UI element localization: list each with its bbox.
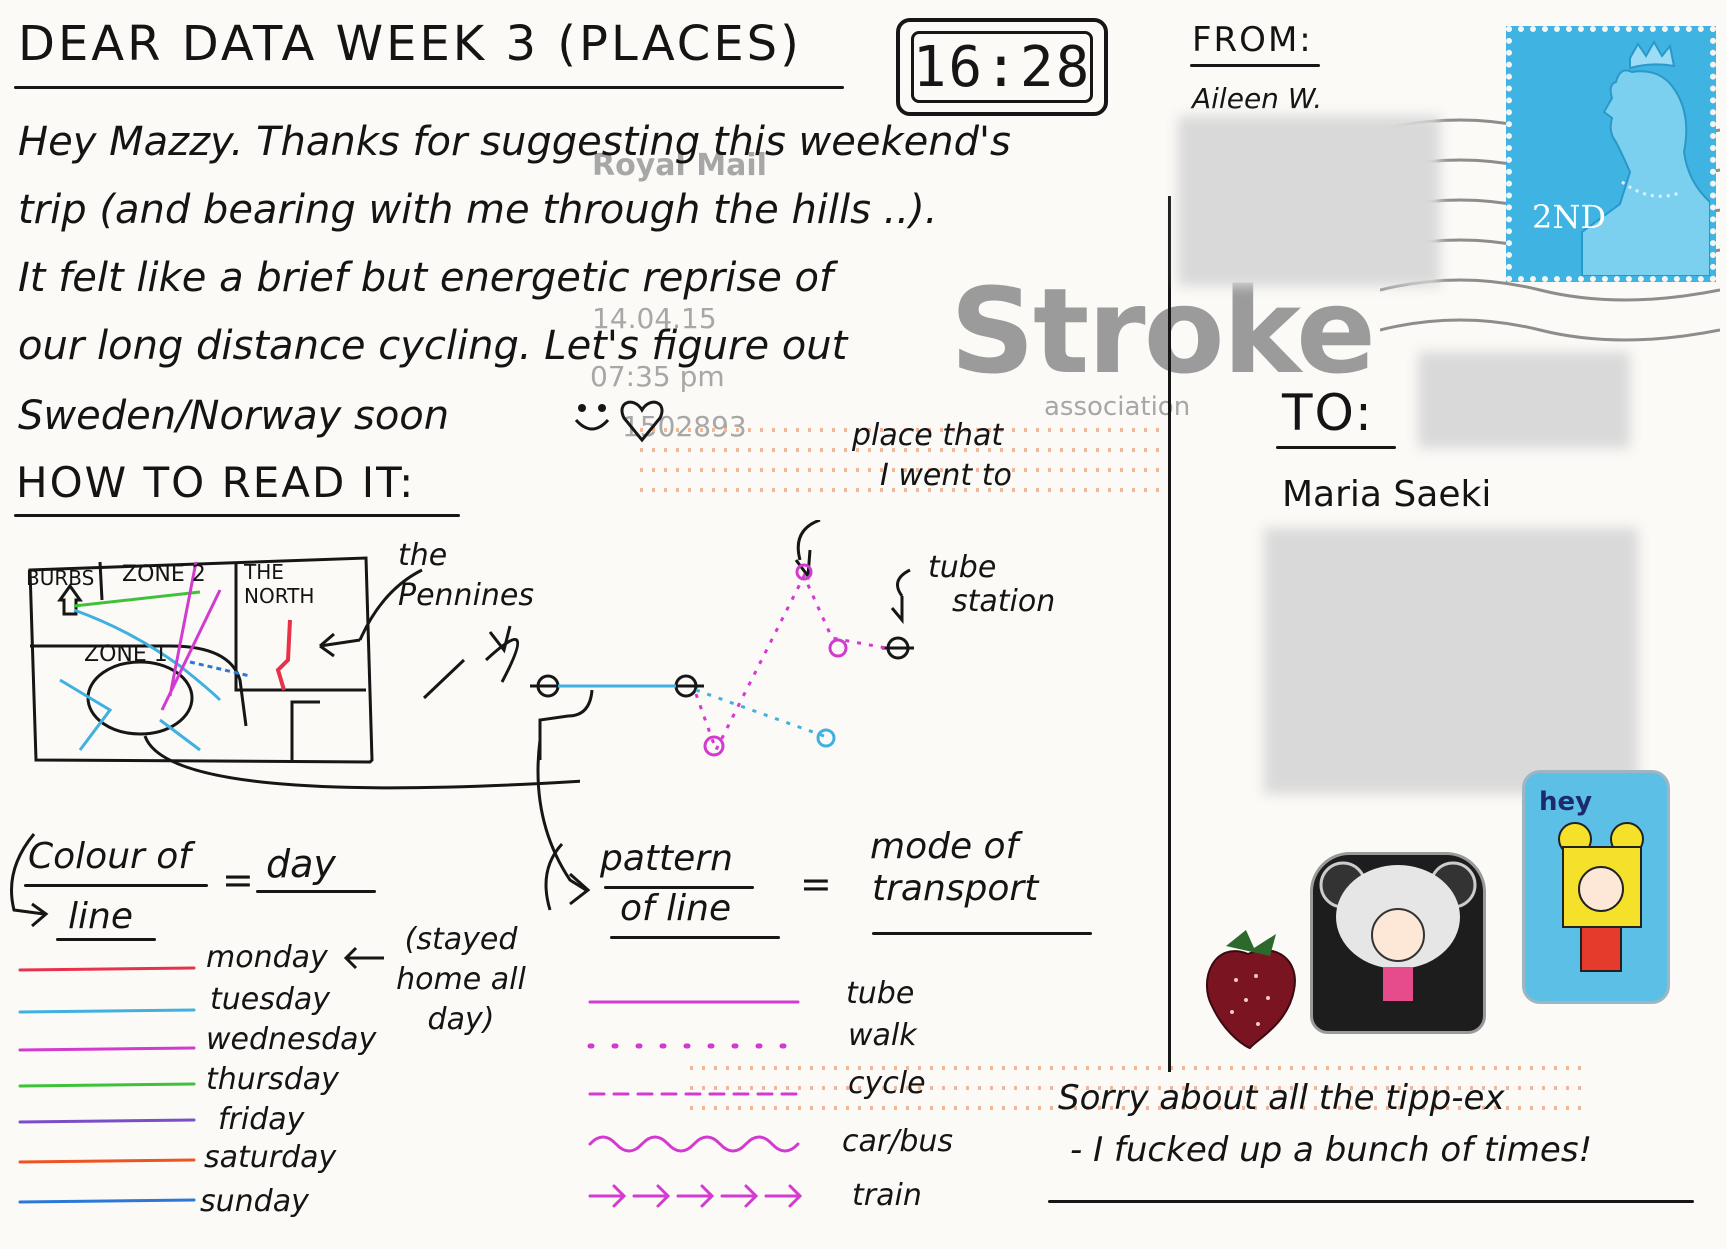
colour-underline-2 [56, 938, 156, 941]
from-label: FROM: [1192, 20, 1313, 60]
title-underline [14, 86, 844, 89]
hey-sticker: hey [1522, 770, 1670, 1004]
postmark-date: 14.04.15 [592, 302, 717, 335]
day-label-saturday: saturday [204, 1140, 337, 1175]
message-line-1: Hey Mazzy. Thanks for suggesting this we… [18, 119, 1011, 165]
smiley-heart-icon [574, 400, 664, 443]
pattern-key-heading-a: pattern [600, 838, 733, 879]
pattern-key-heading-c: mode of [870, 826, 1019, 867]
pattern-key-arrow [544, 842, 564, 911]
footer-underline [1048, 1200, 1694, 1203]
page-title: DEAR DATA WEEK 3 (PLACES) [18, 16, 802, 72]
mode-label-train: train [852, 1178, 922, 1213]
pattern-key-equals: = [800, 862, 834, 906]
place-label-1: place that [852, 418, 1004, 453]
card-divider [1168, 196, 1171, 1072]
hey-sticker-text: hey [1539, 787, 1593, 817]
pattern-key-heading-d: transport [872, 868, 1039, 909]
postage-stamp: 2ND [1506, 26, 1716, 282]
colour-key-heading-a: Colour of [28, 836, 191, 877]
colour-key-heading-c: day [266, 842, 336, 886]
stamp-class: 2ND [1532, 198, 1607, 236]
strawberry-icon [1205, 930, 1296, 1050]
place-label-2: I went to [880, 458, 1012, 493]
colour-key-heading-b: line [68, 896, 133, 937]
line-friday [18, 1118, 196, 1124]
mode-label-tube: tube [846, 976, 915, 1011]
message-line-4: our long distance cycling. Let's figure … [18, 323, 848, 369]
panda-sticker [1310, 852, 1486, 1034]
map-label-zone2: ZONE 2 [122, 562, 206, 587]
tube-station-label-1: tube [928, 550, 997, 585]
day-label-sunday: sunday [200, 1184, 309, 1219]
to-label: TO: [1282, 384, 1374, 442]
day-colour-lines [18, 966, 196, 1204]
postmark-sub: association [1044, 392, 1191, 422]
line-wednesday [18, 1046, 196, 1052]
panda-character-icon [1319, 861, 1477, 1001]
pattern-train [588, 1184, 803, 1208]
queen-profile-icon [1581, 39, 1710, 276]
line-sunday [18, 1198, 196, 1204]
clock-time: 16:28 [911, 31, 1093, 103]
mode-label-walk: walk [848, 1018, 917, 1053]
day-label-tuesday: tuesday [210, 982, 331, 1017]
colour-underline-3 [256, 890, 376, 893]
line-monday [18, 966, 196, 972]
map-label-zone1: ZONE 1 [84, 642, 168, 667]
map-label-burbs: BURBS [26, 566, 95, 590]
day-label-monday: monday [206, 940, 328, 975]
from-underline [1190, 64, 1320, 67]
footer-line-1: Sorry about all the tipp-ex [1058, 1078, 1505, 1118]
to-underline [1276, 446, 1396, 449]
day-label-wednesday: wednesday [206, 1022, 377, 1057]
pattern-key-heading-b: of line [620, 888, 732, 929]
pattern-underline-2 [610, 936, 780, 939]
pattern-underline-1 [604, 886, 754, 889]
message-line-2: trip (and bearing with me through the hi… [18, 187, 938, 233]
redacted-sender-address [1178, 116, 1440, 286]
pattern-underline-3 [872, 932, 1092, 935]
footer-line-2: - I fucked up a bunch of times! [1070, 1130, 1593, 1170]
pattern-car-bus [588, 1135, 800, 1153]
mode-pattern-lines [587, 1000, 803, 1208]
map-diagram [28, 556, 580, 790]
stayed-home-note: (stayed home all day) [396, 922, 526, 1037]
message-line-5: Sweden/Norway soon [18, 393, 450, 439]
redacted-recipient-address [1264, 528, 1638, 794]
colour-key-arrow [10, 833, 49, 928]
message-line-3: It felt like a brief but energetic repri… [18, 255, 834, 301]
line-thursday [18, 1082, 196, 1088]
mode-label-car-bus: car/bus [842, 1124, 954, 1159]
from-name: Aileen W. [1192, 82, 1323, 115]
tube-station-label-2: station [952, 584, 1056, 619]
line-saturday [18, 1158, 196, 1164]
line-tuesday [18, 1008, 196, 1014]
hey-character-icon [1558, 822, 1644, 972]
clock-box: 16:28 [896, 18, 1108, 116]
postmark-time: 07:35 pm [590, 360, 725, 393]
pennines-label: the Pennines [398, 538, 535, 613]
map-label-north: THE NORTH [244, 560, 315, 608]
colour-underline-1 [24, 884, 208, 887]
redacted-to-line [1418, 352, 1630, 448]
how-to-heading: HOW TO READ IT: [16, 458, 416, 507]
strawberry-sticker [1196, 920, 1300, 1050]
colour-key-equals: = [222, 858, 256, 902]
day-label-friday: friday [218, 1102, 305, 1137]
to-name: Maria Saeki [1282, 474, 1492, 515]
day-label-thursday: thursday [206, 1062, 339, 1097]
monday-note-arrow [343, 946, 384, 970]
journey-example [484, 520, 914, 906]
how-to-underline [14, 514, 460, 517]
mode-label-cycle: cycle [848, 1066, 926, 1101]
postmark-royal-mail: Royal Mail [592, 148, 767, 183]
